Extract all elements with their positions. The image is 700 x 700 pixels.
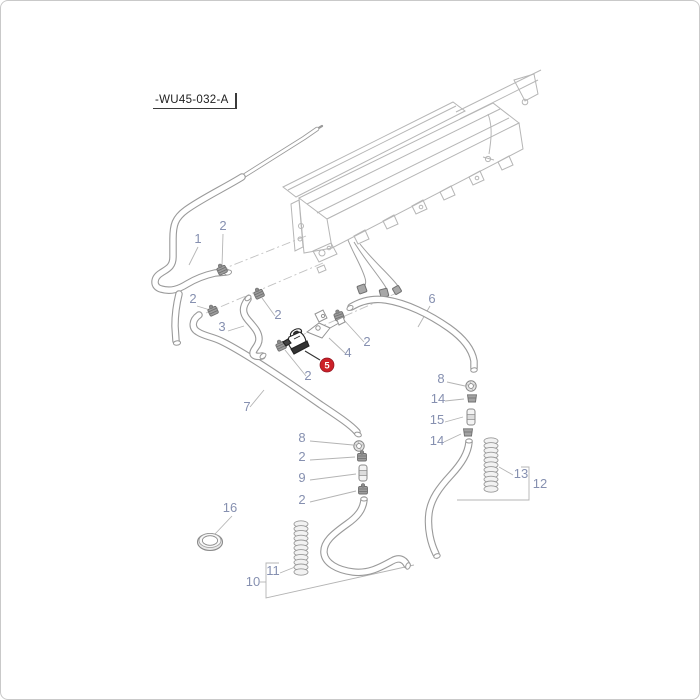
callout-14: 14 <box>431 391 445 406</box>
hose-part-7 <box>189 311 361 436</box>
callout-11: 11 <box>266 563 280 578</box>
engine-assembly <box>282 69 542 274</box>
callout-12: 12 <box>533 476 547 491</box>
callout-4: 4 <box>344 345 351 360</box>
callout-2: 2 <box>274 307 281 322</box>
clamp-part-2 <box>251 285 266 300</box>
fitting-part-14 <box>467 394 477 403</box>
washer-part-8 <box>465 380 477 392</box>
callout-6: 6 <box>428 291 435 306</box>
hose-open-ends <box>172 269 478 570</box>
vent-valve-part-5 <box>282 328 310 355</box>
callout-2: 2 <box>189 291 196 306</box>
hoses <box>151 124 478 577</box>
washer-part-8 <box>353 440 365 452</box>
callout-2: 2 <box>298 449 305 464</box>
small-parts <box>196 261 477 552</box>
harness-connector <box>356 283 368 295</box>
callout-2: 2 <box>363 334 370 349</box>
callout-1: 1 <box>194 231 201 246</box>
corrugated-sleeve-part-13 <box>483 437 499 493</box>
callout-14: 14 <box>430 433 444 448</box>
callout-9: 9 <box>298 470 305 485</box>
connector-part-9 <box>358 464 368 482</box>
highlighted-callout-5[interactable]: 5 <box>319 357 335 373</box>
hose-part-6 <box>347 295 478 372</box>
valve-bracket-part-4 <box>305 309 346 339</box>
callout-2: 2 <box>298 492 305 507</box>
callout-2: 2 <box>219 218 226 233</box>
clamp-part-2 <box>205 302 220 317</box>
leader-lines <box>188 233 530 599</box>
highlight-leader-line <box>304 350 321 361</box>
callout-3: 3 <box>218 319 225 334</box>
callout-7: 7 <box>243 399 250 414</box>
callout-2: 2 <box>304 368 311 383</box>
alignment-axes <box>205 235 400 348</box>
callout-15: 15 <box>430 412 444 427</box>
fitting-part-14 <box>463 428 473 437</box>
harness-connector <box>392 285 402 295</box>
callout-13: 13 <box>514 466 528 481</box>
highlight-circle[interactable] <box>319 357 335 373</box>
hose-part-12 <box>424 438 473 558</box>
highlight-number: 5 <box>324 360 330 371</box>
wiring-harness <box>347 239 402 299</box>
drawing-code-label: -WU45-032-A <box>153 93 237 109</box>
bracket-part-10 <box>265 562 415 599</box>
clamp-part-2 <box>358 483 368 495</box>
callout-8: 8 <box>437 371 444 386</box>
callout-16: 16 <box>223 500 237 515</box>
callout-10: 10 <box>246 574 260 589</box>
hose-part-10 <box>320 496 411 577</box>
clamp-part-2 <box>357 450 367 462</box>
hose-part-1 <box>151 124 324 345</box>
bracket-part-12 <box>457 466 530 501</box>
hose-part-3 <box>239 295 266 361</box>
connector-part-15 <box>466 408 476 426</box>
callout-8: 8 <box>298 430 305 445</box>
grommet-part-16 <box>196 532 224 552</box>
corrugated-sleeve-part-11 <box>293 520 309 576</box>
